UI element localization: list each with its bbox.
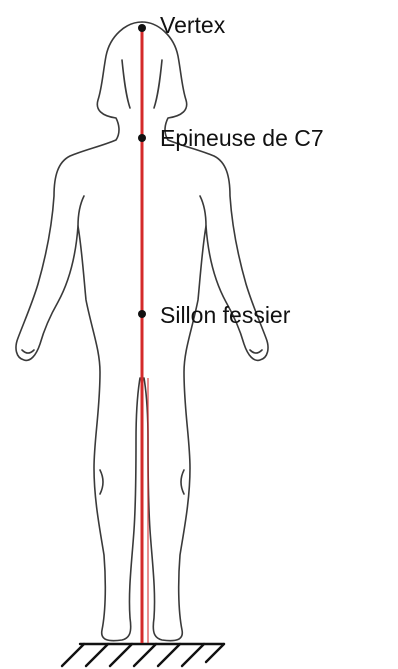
ground-hatch bbox=[62, 644, 224, 666]
c7-point bbox=[138, 134, 146, 142]
sillon-fessier-point bbox=[138, 310, 146, 318]
sillon-fessier-label: Sillon fessier bbox=[160, 304, 290, 327]
c7-label: Epineuse de C7 bbox=[160, 127, 324, 150]
vertex-point bbox=[138, 24, 146, 32]
vertex-label: Vertex bbox=[160, 14, 225, 37]
